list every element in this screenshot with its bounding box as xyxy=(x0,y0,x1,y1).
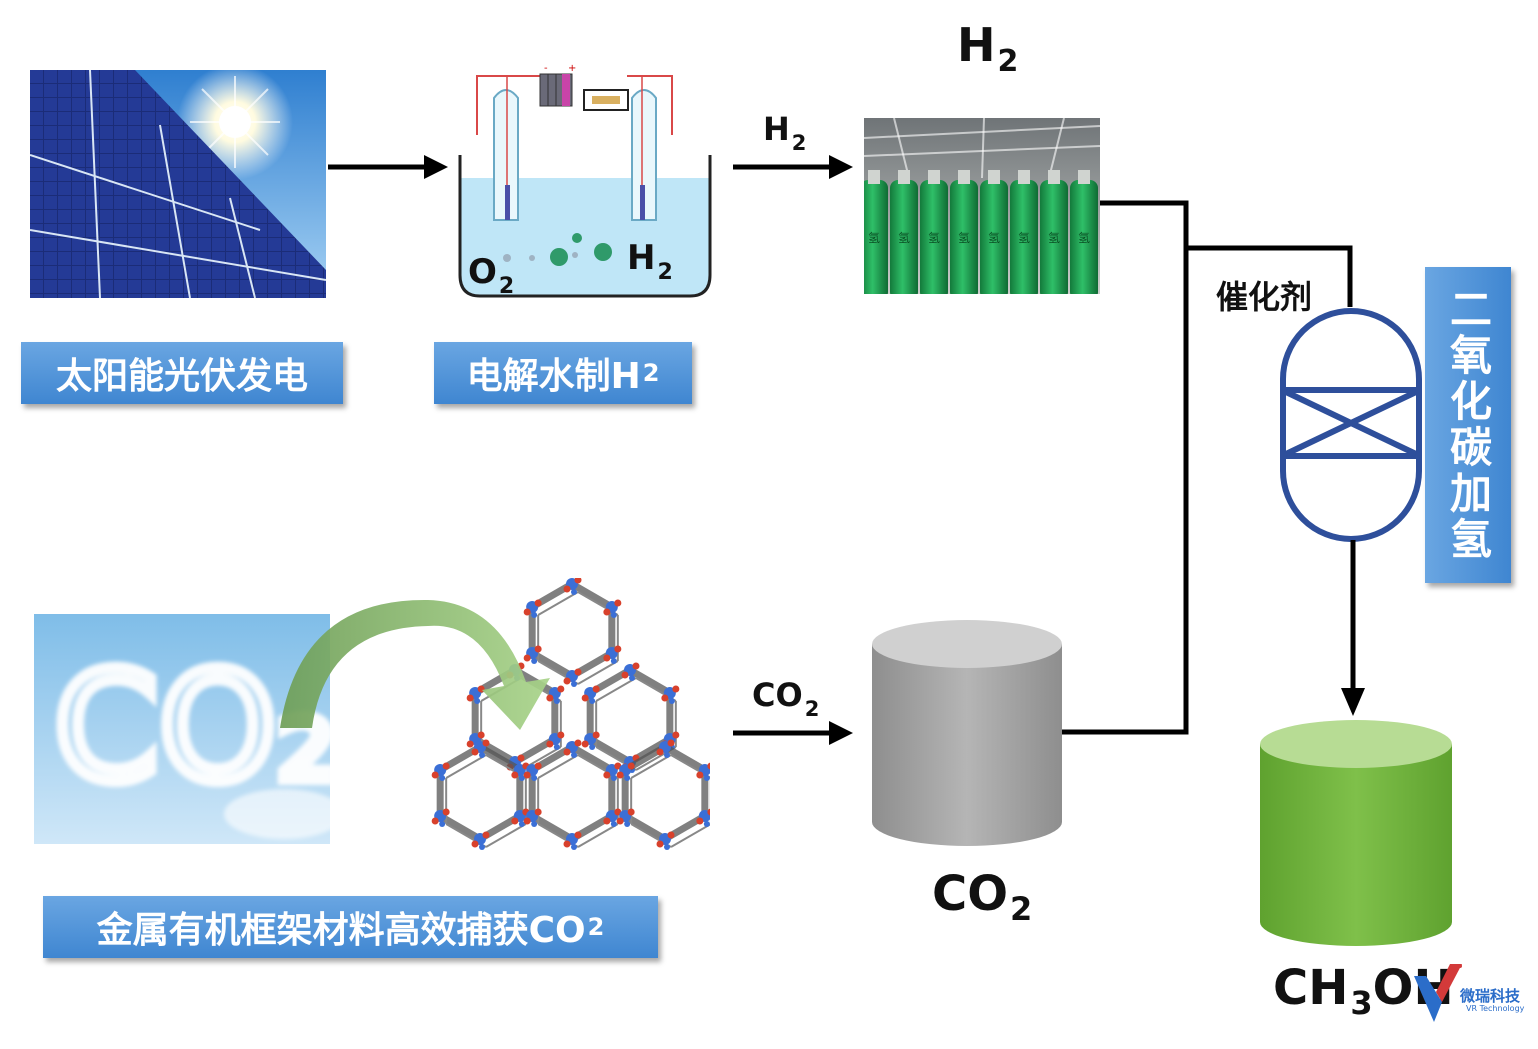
mof-pore xyxy=(616,739,710,850)
mof-pore xyxy=(523,739,622,850)
vr-logo-icon xyxy=(1414,964,1462,1022)
co2-arrow-label: CO2 xyxy=(752,676,820,721)
hydrogen-cylinders-image: 氢氢氢氢氢氢氢氢 xyxy=(864,118,1100,294)
curved-green-arrow xyxy=(280,599,550,730)
reactor-vessel xyxy=(1280,308,1422,542)
co2-hydrogenation-label: 二氧化碳加氢 xyxy=(1425,267,1511,583)
h2-main-label: H2 xyxy=(957,18,1019,79)
hydrogen-cylinder: 氢 xyxy=(1070,170,1098,294)
mof-node xyxy=(603,599,622,618)
arrow-mof-to-co2-tank xyxy=(733,721,853,745)
solar-pv-label: 太阳能光伏发电 xyxy=(21,342,343,404)
mof-node xyxy=(616,762,635,781)
hydrogen-cylinder: 氢 xyxy=(890,170,918,294)
mof-node xyxy=(511,762,530,781)
mof-node xyxy=(696,808,710,827)
cylinder-char: 氢 xyxy=(928,230,940,245)
mof-node xyxy=(581,685,600,704)
methanol-label: CH3OH xyxy=(1273,960,1454,1022)
mof-node xyxy=(656,831,675,850)
mof-node xyxy=(563,831,582,850)
mof-node xyxy=(546,731,565,750)
electrolysis-cell-diagram: - + xyxy=(458,63,712,298)
mof-node xyxy=(431,808,450,827)
mof-structure-image xyxy=(431,578,710,850)
methanol-storage-tank xyxy=(1260,720,1452,946)
mof-node xyxy=(656,739,675,758)
mof-node xyxy=(696,762,710,781)
cylinder-char: 氢 xyxy=(1018,230,1030,245)
mof-node xyxy=(523,599,542,618)
mof-node xyxy=(563,668,582,687)
process-piping xyxy=(1062,200,1353,735)
mof-pore xyxy=(431,739,530,850)
mof-node xyxy=(621,662,640,681)
mof-node xyxy=(546,685,565,704)
cylinder-char: 氢 xyxy=(1078,230,1090,245)
cylinder-char: 氢 xyxy=(1048,230,1060,245)
arrow-electrolysis-to-cylinders xyxy=(733,155,853,179)
logo-subtitle: VR Technology xyxy=(1466,1004,1525,1013)
solar-panel-image xyxy=(30,70,326,298)
mof-node xyxy=(563,739,582,758)
cylinder-char: 氢 xyxy=(898,230,910,245)
arrow-solar-to-electrolysis xyxy=(328,155,448,179)
co2-tank-label: CO2 xyxy=(932,866,1033,928)
cylinder-char: 氢 xyxy=(958,230,970,245)
arrow-reactor-to-methanol xyxy=(1341,540,1365,716)
hydrogen-cylinder: 氢 xyxy=(1010,170,1038,294)
h2-cell-formula: H2 xyxy=(627,238,673,285)
co2-storage-tank xyxy=(872,620,1062,846)
mof-node xyxy=(603,808,622,827)
hydrogen-cylinder: 氢 xyxy=(980,170,1008,294)
logo-name: 微瑞科技 xyxy=(1460,987,1521,1005)
cylinder-char: 氢 xyxy=(868,230,880,245)
mof-node xyxy=(523,762,542,781)
mof-node xyxy=(581,731,600,750)
mof-node xyxy=(603,762,622,781)
mof-node xyxy=(563,578,582,595)
mof-node xyxy=(523,808,542,827)
svg-text:-: - xyxy=(544,63,548,74)
mof-node xyxy=(523,645,542,664)
mof-node xyxy=(471,739,490,758)
svg-text:+: + xyxy=(568,63,576,74)
hydrogen-cylinder: 氢 xyxy=(1040,170,1068,294)
mof-node xyxy=(616,808,635,827)
mof-node xyxy=(466,685,485,704)
co2-sky-image: CO₂ xyxy=(34,614,330,844)
mof-node xyxy=(431,762,450,781)
mof-node xyxy=(661,685,680,704)
mof-node xyxy=(471,831,490,850)
mof-node xyxy=(603,645,622,664)
h2-arrow-label: H2 xyxy=(763,110,807,155)
catalyst-label: 催化剂 xyxy=(1216,278,1313,316)
mof-pore xyxy=(523,578,622,687)
mof-node xyxy=(511,808,530,827)
hydrogen-cylinder: 氢 xyxy=(950,170,978,294)
hydrogen-cylinder: 氢 xyxy=(864,170,888,294)
o2-cell-formula: O2 xyxy=(468,252,515,299)
cylinder-char: 氢 xyxy=(988,230,1000,245)
hydrogen-cylinder: 氢 xyxy=(920,170,948,294)
